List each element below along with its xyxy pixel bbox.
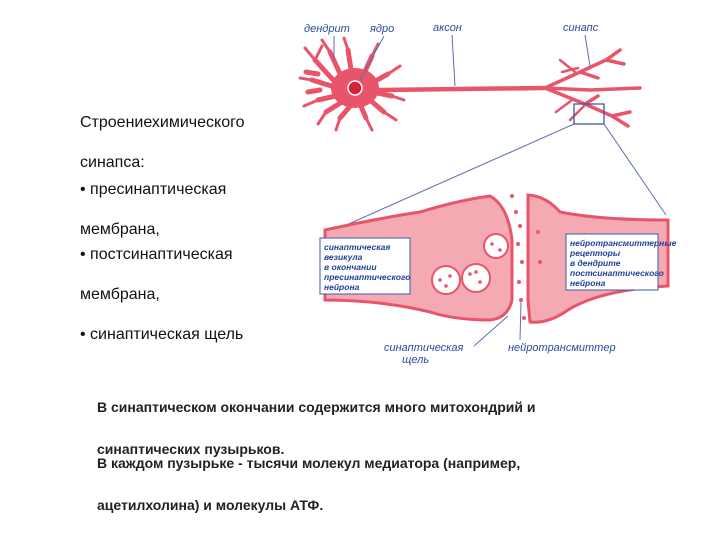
box-right-3: в дендрите	[570, 258, 621, 268]
item2-line-1: • постсинаптическая	[80, 246, 233, 263]
nucleus	[347, 80, 363, 96]
synapse-enlarged: синаптическая везикула в окончании преси…	[319, 193, 677, 324]
label-cleft-2: щель	[402, 354, 429, 366]
axon	[377, 48, 642, 128]
neuron-soma	[298, 36, 406, 132]
box-right-2: рецепторы	[569, 248, 621, 258]
label-nucleus: ядро	[369, 23, 394, 35]
box-left-5: нейрона	[324, 282, 360, 292]
box-right-5: нейрона	[570, 278, 606, 288]
synapse-title: Строениехимического синапса:	[80, 93, 290, 193]
receptor-box	[565, 233, 659, 291]
para2-line-1: В каждом пузырьке - тысячи молекул медиа…	[97, 455, 521, 471]
item1-line-1: • пресинаптическая	[80, 181, 227, 198]
item-presynaptic: • пресинаптическая мембрана,	[80, 160, 290, 260]
item2-line-2: мембрана,	[80, 286, 160, 303]
synapse-diagram: дендрит ядро аксон синапс синаптическая …	[298, 22, 677, 366]
box-left-1: синаптическая	[324, 242, 390, 252]
item-postsynaptic: • постсинаптическая мембрана, • синаптич…	[80, 225, 290, 365]
paragraph-2: В каждом пузырьке - тысячи молекул медиа…	[97, 432, 657, 537]
paragraph-1: В синаптическом окончании содержится мно…	[97, 376, 657, 481]
title-line-1: Строениехимического	[80, 114, 245, 131]
label-neurotransmitter: нейротрансмиттер	[508, 342, 616, 354]
label-cleft-1: синаптическая	[384, 342, 463, 354]
item1-line-2: мембрана,	[80, 221, 160, 238]
para1-line-2: синаптических пузырьков.	[97, 441, 285, 457]
title-line-2: синапса:	[80, 154, 145, 171]
label-dendrite: дендрит	[304, 23, 350, 35]
box-left-3: в окончании	[324, 262, 377, 272]
presynaptic-vesicle-box	[319, 237, 411, 295]
label-axon: аксон	[433, 22, 462, 34]
para2-line-2: ацетилхолина) и молекулы АТФ.	[97, 497, 324, 513]
para1-line-1: В синаптическом окончании содержится мно…	[97, 399, 536, 415]
zoom-box	[573, 103, 605, 125]
box-left-4: пресинаптического	[324, 272, 410, 282]
label-synapse: синапс	[563, 22, 599, 34]
box-left-2: везикула	[324, 252, 363, 262]
box-right-4: постсинаптического	[570, 268, 664, 278]
item3-line: • синаптическая щель	[80, 326, 244, 343]
box-right-1: нейротрансмиттерные	[570, 238, 677, 248]
